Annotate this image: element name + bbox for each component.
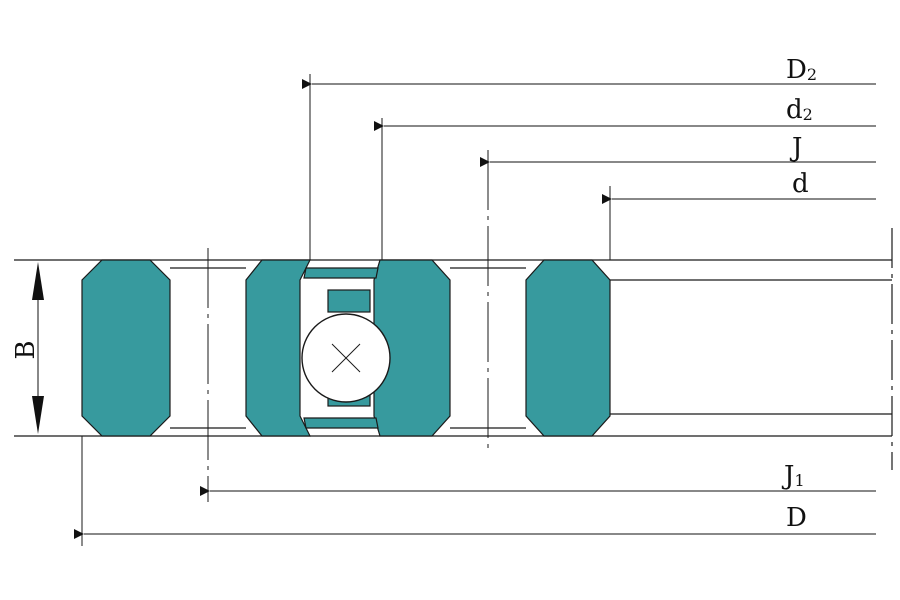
ring-outline-lines — [14, 228, 893, 470]
rolling-element — [301, 313, 391, 403]
outer-ring-inner-left-section — [245, 259, 311, 437]
label-d2: d2 — [786, 95, 813, 125]
inner-ring-right-section — [525, 259, 611, 437]
label-D: D — [786, 503, 807, 533]
center-lines — [207, 150, 489, 502]
top-seal — [303, 267, 379, 279]
label-d: d — [792, 169, 809, 199]
outer-ring-left-section — [81, 259, 171, 437]
dimension-lines — [37, 79, 876, 539]
ball-cross-b — [331, 343, 361, 373]
height-arrows — [32, 262, 44, 434]
dimension-labels: D2 d2 J d J1 D B — [11, 55, 817, 533]
label-B: B — [11, 340, 41, 359]
b-arrow-top — [32, 262, 44, 300]
label-J1: J1 — [781, 461, 805, 491]
top-spacer-block — [327, 289, 371, 313]
ring-sections — [81, 259, 611, 437]
label-J: J — [789, 133, 802, 163]
bottom-seal — [303, 417, 379, 429]
b-arrow-bottom — [32, 396, 44, 434]
label-D2: D2 — [786, 55, 817, 85]
